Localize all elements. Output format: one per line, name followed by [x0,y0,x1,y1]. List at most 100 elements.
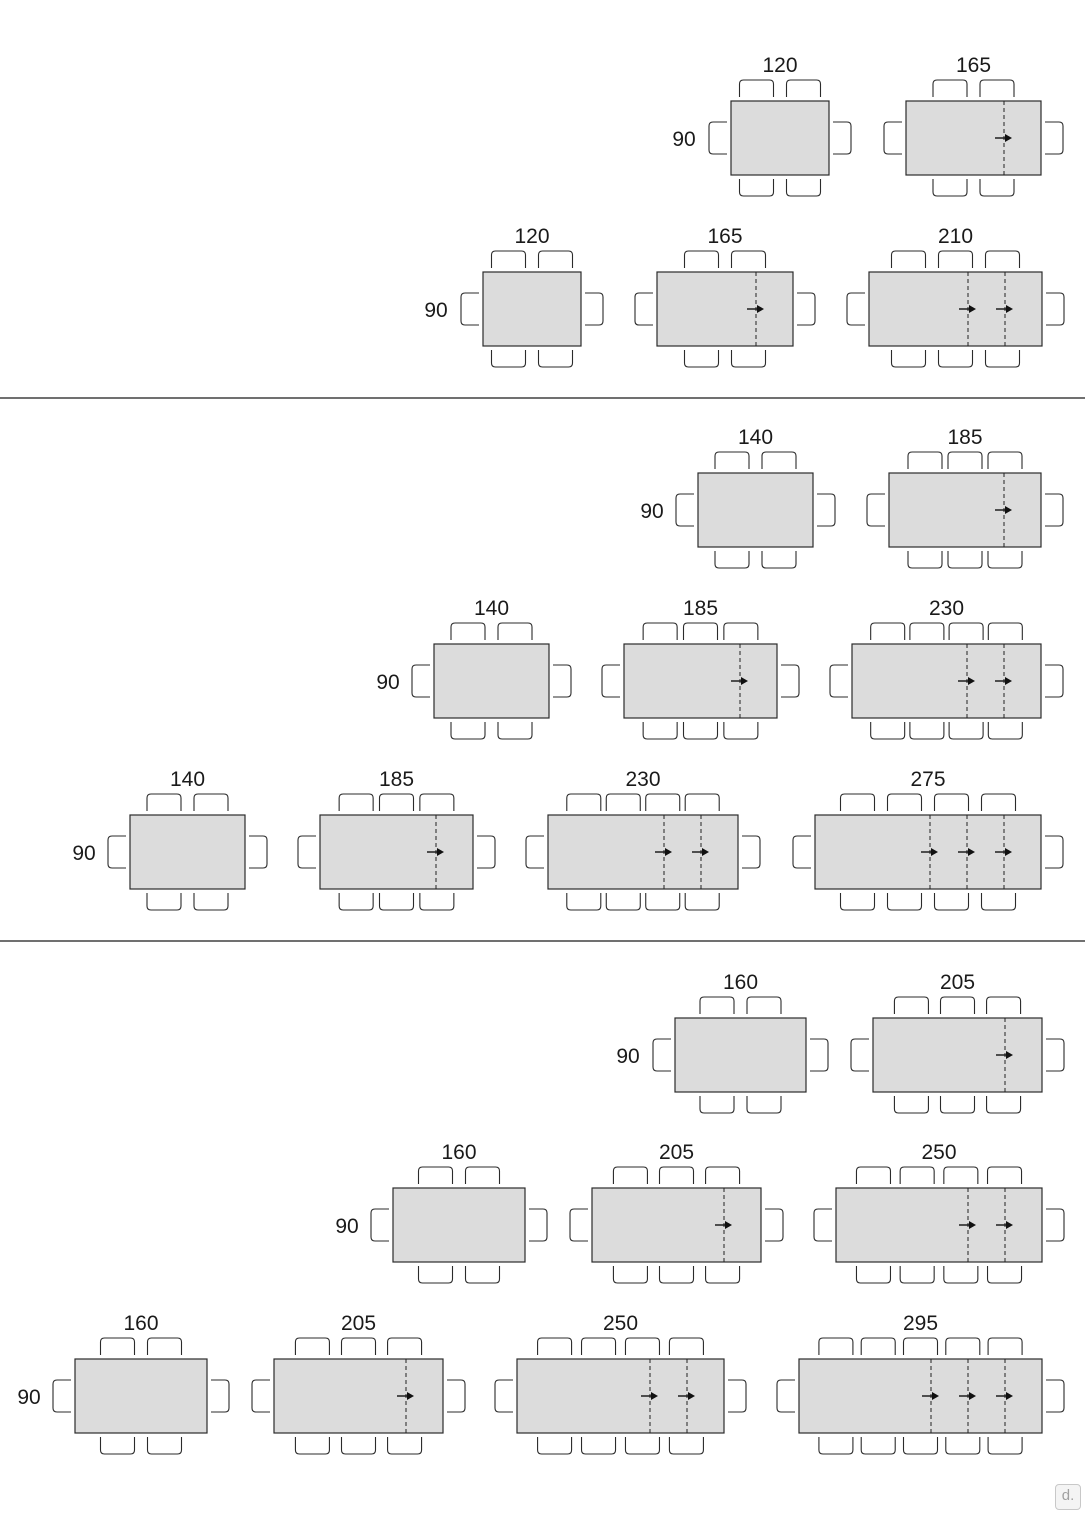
chair-icon [947,551,983,569]
chair-icon [980,893,1017,911]
table-top [319,814,474,890]
arrow-right-icon [651,1392,658,1400]
chair-icon [792,835,811,869]
chair-icon [642,622,678,640]
chair-icon [987,722,1023,740]
chair-icon [1045,835,1064,869]
chair-icon [340,1437,377,1455]
chair-icon [419,793,455,811]
chair-icon [933,893,970,911]
width-label: 120 [762,54,797,77]
width-label: 160 [441,1141,476,1164]
table-config: 205 [569,1141,784,1284]
chair-icon [986,996,1022,1014]
width-label: 120 [514,225,549,248]
table-config: 120 [460,225,604,368]
chair-icon [464,1166,501,1184]
chair-icon [668,1437,704,1455]
chair-icon [464,1266,501,1284]
chair-icon [886,793,923,811]
chair-icon [450,622,486,640]
chair-icon [146,1437,183,1455]
table-top [905,100,1042,176]
chair-icon [684,793,720,811]
chair-icon [902,1437,939,1455]
table-config: 140 [675,426,836,569]
chair-icon [1045,121,1064,155]
chair-icon [738,79,775,97]
chair-icon [645,893,681,911]
arrow-right-icon [1006,1051,1013,1059]
chair-icon [387,1437,423,1455]
chair-icon [580,1437,617,1455]
table-config: 230 [525,768,761,911]
chair-icon [419,893,455,911]
chair-icon [738,179,775,197]
width-label: 210 [938,225,973,248]
chair-icon [746,996,782,1014]
table-top [851,643,1042,719]
chair-icon [939,1096,976,1114]
width-label: 275 [910,768,945,791]
chair-icon [370,1208,389,1242]
table-top [730,100,830,176]
chair-icon [943,1166,979,1184]
arrow-right-icon [1006,1221,1013,1229]
chair-icon [297,835,316,869]
chair-icon [1046,1379,1065,1413]
width-label: 295 [903,1312,938,1335]
arrow-right-icon [702,848,709,856]
chair-icon [193,793,229,811]
chair-icon [477,835,496,869]
table-config: 250 [813,1141,1065,1284]
chair-icon [525,835,544,869]
chair-icon [776,1379,795,1413]
chair-icon [980,793,1017,811]
width-label: 250 [921,1141,956,1164]
table-config: 250 [494,1312,747,1455]
table-config: 210 [846,225,1065,368]
chair-icon [658,1166,695,1184]
table-top [433,643,550,719]
chair-icon [146,793,182,811]
chair-icon [907,551,943,569]
table-top [129,814,246,890]
chair-icon [986,1166,1023,1184]
chair-icon [249,835,268,869]
chair-icon [378,893,415,911]
chair-icon [979,179,1015,197]
chair-icon [742,835,761,869]
chair-icon [728,1379,747,1413]
width-label: 230 [625,768,660,791]
chair-icon [99,1437,136,1455]
chair-icon [645,793,681,811]
chair-icon [705,1166,741,1184]
table-config: 165 [883,54,1064,197]
chair-icon [634,292,653,326]
chair-icon [99,1337,136,1355]
chair-icon [1046,292,1065,326]
arrow-right-icon [725,1221,732,1229]
chair-icon [580,1337,617,1355]
depth-label: 90 [640,500,663,523]
table-top [888,472,1042,548]
chair-icon [490,250,527,268]
width-label: 140 [738,426,773,449]
chair-icon [211,1379,230,1413]
table-top [74,1358,208,1434]
chair-icon [387,1337,423,1355]
table-top [547,814,739,890]
depth-label: 90 [616,1045,639,1068]
width-label: 205 [659,1141,694,1164]
arrow-right-icon [757,305,764,313]
chair-icon [699,996,735,1014]
chair-icon [761,451,797,469]
chair-icon [987,1437,1023,1455]
chair-icon [850,1038,869,1072]
chair-icon [683,250,720,268]
width-label: 160 [723,971,758,994]
